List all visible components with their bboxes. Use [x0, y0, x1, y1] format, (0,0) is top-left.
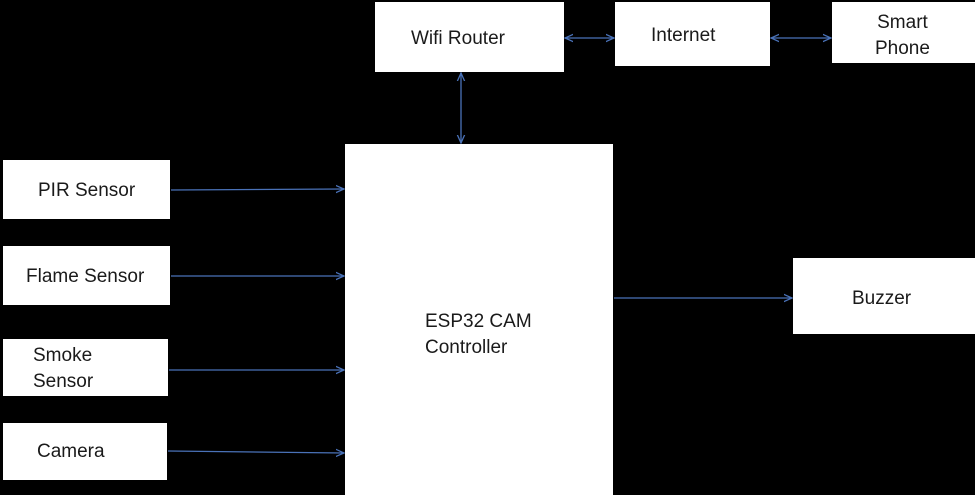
flame-sensor-label: Flame Sensor	[26, 266, 145, 287]
pir-sensor-block: PIR Sensor	[3, 160, 170, 219]
internet-block: Internet	[615, 2, 770, 66]
camera-to-controller-arrow	[167, 451, 344, 453]
wifi-router-label: Wifi Router	[411, 28, 505, 49]
wifi-router-block: Wifi Router	[375, 2, 564, 72]
buzzer-label: Buzzer	[852, 288, 912, 309]
buzzer-block: Buzzer	[793, 258, 975, 334]
flame-sensor-block: Flame Sensor	[3, 246, 170, 305]
internet-label: Internet	[651, 25, 716, 46]
smart-phone-block: Smart Phone	[832, 2, 975, 63]
smart-phone-label: Smart Phone	[875, 12, 930, 59]
smoke-sensor-block: Smoke Sensor	[3, 339, 168, 396]
camera-label: Camera	[37, 441, 105, 462]
pir-to-controller-arrow	[170, 189, 344, 190]
smoke-sensor-label: Smoke Sensor	[33, 345, 94, 392]
esp32-cam-controller-block: ESP32 CAM Controller	[345, 144, 613, 495]
esp32-cam-controller-label: ESP32 CAM Controller	[425, 311, 532, 358]
camera-block: Camera	[3, 423, 167, 480]
pir-sensor-label: PIR Sensor	[38, 180, 136, 201]
